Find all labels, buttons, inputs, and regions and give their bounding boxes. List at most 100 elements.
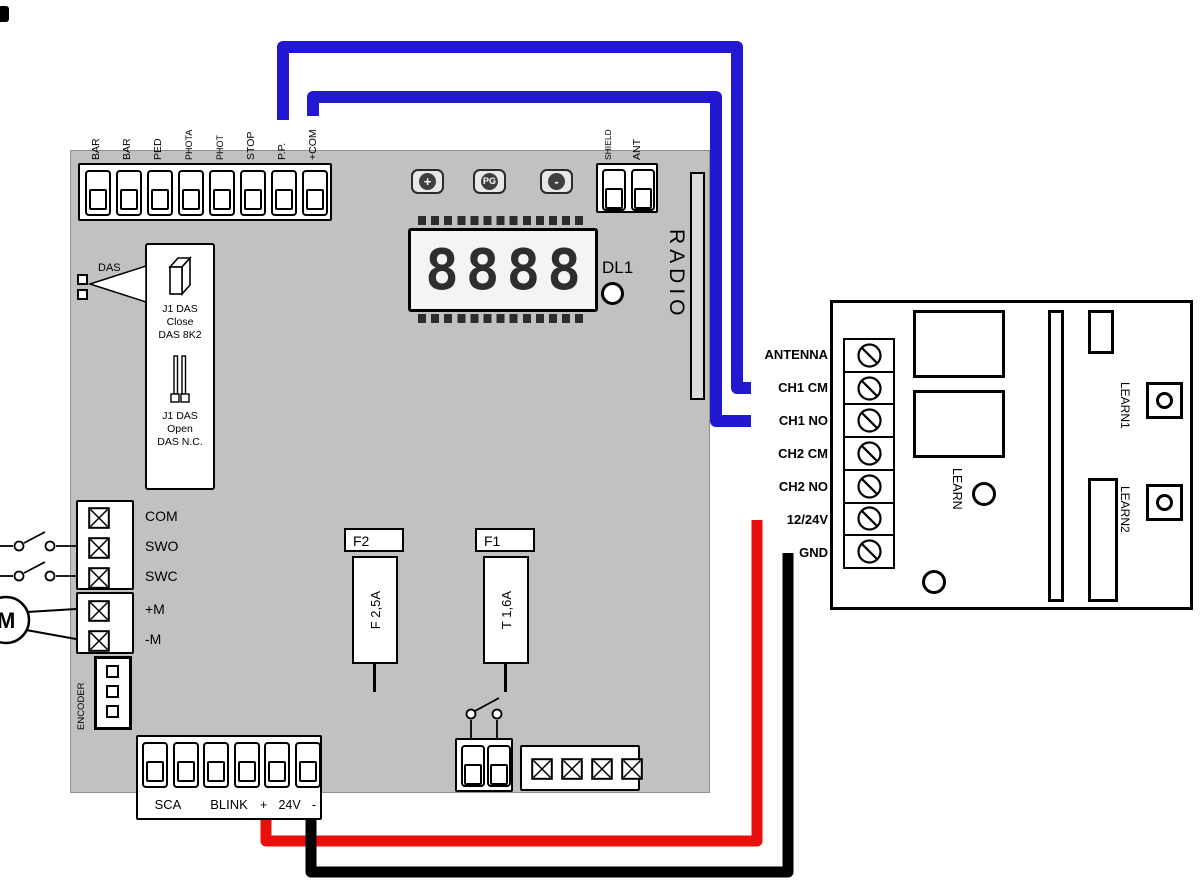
top-terminal-label: PHOTA bbox=[184, 129, 194, 160]
terminal bbox=[295, 742, 321, 788]
terminal bbox=[302, 170, 328, 216]
das-label: DAS bbox=[98, 262, 121, 274]
screw-terminal bbox=[845, 501, 893, 535]
receiver-terminal-label: CH1 CM bbox=[778, 380, 828, 395]
limit-switch-swo bbox=[0, 531, 76, 552]
terminal bbox=[271, 170, 297, 216]
screw-terminal bbox=[845, 370, 893, 404]
screw-terminal bbox=[845, 340, 893, 371]
antenna-terminal-strip bbox=[596, 163, 658, 213]
left-terminal-label: +M bbox=[145, 601, 165, 617]
terminal bbox=[631, 169, 655, 211]
cropped-edge-fragment bbox=[0, 6, 9, 22]
dl1-led bbox=[601, 282, 624, 305]
encoder-pin bbox=[106, 665, 119, 678]
das-open-line2: Open bbox=[167, 423, 193, 435]
switch-input-strip bbox=[455, 738, 513, 792]
das-jumper-box: J1 DAS Close DAS 8K2 J1 DAS Open DAS N.C… bbox=[145, 243, 215, 490]
power-24v-label: + 24V - bbox=[260, 798, 316, 812]
screw-terminal-x bbox=[88, 567, 110, 589]
learn-button bbox=[972, 482, 996, 506]
receiver-terminal-label: ANTENNA bbox=[764, 347, 828, 362]
motor-symbol: M bbox=[0, 595, 77, 645]
receiver-terminal-label: GND bbox=[799, 545, 828, 560]
blink-label: BLINK bbox=[210, 797, 248, 812]
receiver-terminal-label: CH2 CM bbox=[778, 446, 828, 461]
led-label: DL1 bbox=[602, 258, 634, 277]
screw-terminal bbox=[845, 468, 893, 502]
plus-icon: + bbox=[419, 173, 436, 190]
top-terminal-label: PED bbox=[152, 138, 164, 160]
das-pad bbox=[77, 289, 88, 300]
receiver-pin-header bbox=[1048, 310, 1064, 602]
motor-terminal-block bbox=[76, 592, 134, 654]
screw-terminal-x bbox=[88, 630, 110, 652]
receiver-terminal-label: 12/24V bbox=[786, 512, 828, 527]
jumper-open-icon bbox=[170, 355, 190, 403]
receiver-terminal-label: CH1 NO bbox=[778, 413, 828, 428]
terminal bbox=[203, 742, 229, 788]
pg-button: PG bbox=[473, 169, 506, 194]
terminal bbox=[461, 745, 485, 787]
switch-terminal-block bbox=[76, 500, 134, 590]
terminal bbox=[234, 742, 260, 788]
receiver-component bbox=[1088, 310, 1114, 354]
top-terminal-label: STOP bbox=[245, 131, 257, 160]
terminal bbox=[173, 742, 199, 788]
display-pins-top bbox=[418, 216, 588, 225]
top-terminal-label: BAR bbox=[121, 138, 133, 160]
antenna-terminal-label: SHIELD bbox=[603, 129, 613, 160]
das-open-line1: J1 DAS bbox=[162, 410, 198, 422]
motor-letter: M bbox=[0, 608, 15, 633]
screw-terminal-x bbox=[88, 600, 110, 622]
terminal bbox=[147, 170, 173, 216]
learn2-button bbox=[1146, 484, 1183, 521]
power-mid: 24V bbox=[278, 798, 301, 812]
limit-switch-swc bbox=[0, 561, 76, 582]
learn2-led bbox=[1156, 494, 1173, 511]
fuse1-label: F1 bbox=[475, 528, 535, 552]
power-minus: - bbox=[311, 798, 316, 812]
fuse2-rating: F 2,5A bbox=[367, 590, 383, 630]
terminal bbox=[178, 170, 204, 216]
left-terminal-label: SWC bbox=[145, 568, 178, 584]
minus-button: - bbox=[540, 169, 573, 194]
pg-icon: PG bbox=[480, 173, 498, 190]
terminal bbox=[85, 170, 111, 216]
screw-terminal-x bbox=[591, 758, 613, 780]
left-terminal-label: SWO bbox=[145, 538, 179, 554]
seven-segment-display: 8888 bbox=[408, 228, 598, 312]
radio-connector-slot bbox=[690, 172, 705, 400]
left-terminal-label: COM bbox=[145, 508, 178, 524]
das-open-line3: DAS N.C. bbox=[157, 436, 203, 448]
das-closed-line1: J1 DAS bbox=[162, 303, 198, 315]
fuse1-lead bbox=[504, 664, 507, 692]
learn1-led bbox=[1156, 392, 1173, 409]
fuse1-body: T 1,6A bbox=[483, 556, 529, 664]
radio-label: RADIO bbox=[665, 229, 688, 321]
top-terminal-label: P.P. bbox=[276, 142, 288, 160]
learn2-label: LEARN2 bbox=[1118, 486, 1132, 533]
power-plus: + bbox=[260, 798, 268, 812]
screw-terminal-x bbox=[531, 758, 553, 780]
display-digits: 8888 bbox=[425, 237, 588, 303]
screw-terminal-x bbox=[621, 758, 643, 780]
fuse2-body: F 2,5A bbox=[352, 556, 398, 664]
screw-terminal-x bbox=[88, 507, 110, 529]
receiver-led bbox=[922, 570, 946, 594]
encoder-connector bbox=[94, 656, 132, 730]
encoder-pin bbox=[106, 685, 119, 698]
screw-terminal bbox=[845, 534, 893, 567]
plus-button: + bbox=[411, 169, 444, 194]
terminal bbox=[264, 742, 290, 788]
jumper-closed-icon bbox=[168, 255, 192, 297]
terminal bbox=[240, 170, 266, 216]
screw-terminal bbox=[845, 436, 893, 469]
terminal bbox=[142, 742, 168, 788]
fuse1-rating: T 1,6A bbox=[498, 590, 514, 630]
encoder-label: ENCODER bbox=[76, 682, 87, 730]
terminal bbox=[209, 170, 235, 216]
top-terminal-label: PHOT bbox=[215, 134, 225, 160]
encoder-pin bbox=[106, 705, 119, 718]
receiver-terminal-label: CH2 NO bbox=[778, 479, 828, 494]
